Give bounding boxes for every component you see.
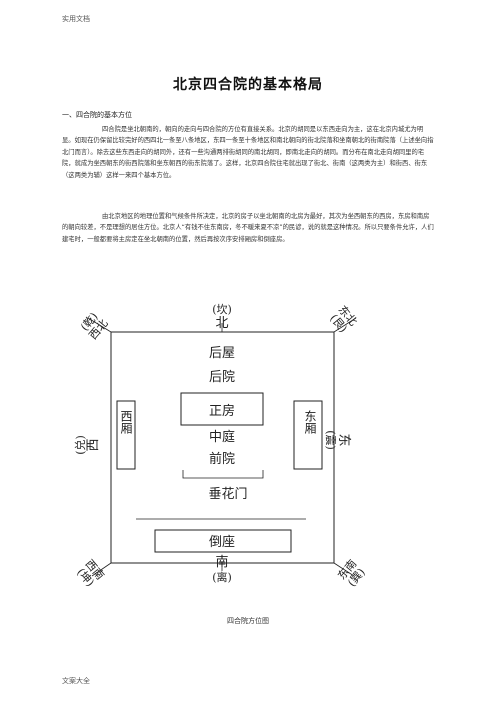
paragraph: 四合院是坐北朝南的，朝向的走向与四合院的方位有直接关系。北京的胡同是以东西走向为… <box>62 126 434 179</box>
paragraph: 由北京地区的地理位置和气候条件所决定，北京的房子以坐北朝南的北房为最好，其次为坐… <box>62 213 434 243</box>
diagram-caption: 四合院方位图 <box>227 617 269 625</box>
main-room-label: 正房 <box>209 403 235 419</box>
south-label: 南 <box>215 554 228 570</box>
east-label: 东 <box>336 433 351 446</box>
sw-diagonal <box>91 562 112 577</box>
ne-diagonal <box>333 317 357 333</box>
rear-rooms-label: 后屋 <box>209 346 235 361</box>
page-footer: 文案大全 <box>62 677 90 685</box>
main-room-box <box>180 392 264 426</box>
east-wing-box <box>293 400 323 470</box>
south-trigram: (离) <box>212 570 232 584</box>
reverse-room-box <box>154 529 292 553</box>
section-heading: 一、四合院的基本方位 <box>62 111 132 119</box>
gate-bracket <box>182 470 264 479</box>
page-header: 实用文档 <box>62 15 90 23</box>
compound-outline <box>110 331 335 564</box>
rear-yard-label: 后院 <box>209 370 235 385</box>
reverse-room-label: 倒座 <box>209 535 235 550</box>
se-diagonal <box>333 562 355 577</box>
east-trigram: (震) <box>324 430 337 450</box>
west-trigram: (兑) <box>73 435 87 455</box>
west-wing-label: 西厢 <box>119 410 133 434</box>
nw-diagonal <box>87 317 112 333</box>
north-label: 北 <box>215 316 228 331</box>
west-label: 西 <box>86 438 101 451</box>
east-wing-label: 东厢 <box>303 410 317 434</box>
document-title: 北京四合院的基本格局 <box>173 77 323 93</box>
middle-yard-label: 中庭 <box>209 429 235 445</box>
front-yard-label: 前院 <box>209 451 235 467</box>
north-trigram: (坎) <box>212 303 232 316</box>
gate-label: 垂花门 <box>208 486 247 502</box>
west-wing-box <box>116 400 136 470</box>
